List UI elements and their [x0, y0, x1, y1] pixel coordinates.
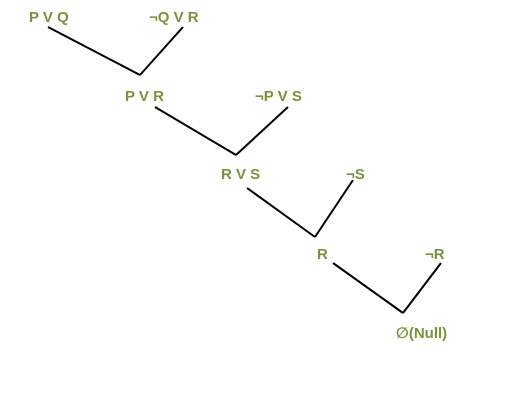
node-p-or-q: P V Q: [29, 9, 69, 26]
node-null: ∅(Null): [396, 325, 447, 342]
node-not-r: ¬R: [425, 246, 445, 263]
edge-r-to-null: [332, 262, 404, 314]
edge-nqvr-to-pvr: [139, 26, 184, 76]
node-not-p-or-s: ¬P V S: [255, 88, 302, 105]
edge-ns-to-r: [314, 179, 354, 238]
tree-nodes: P V Q ¬Q V R P V R ¬P V S R V S ¬S R ¬R …: [29, 9, 447, 342]
edge-pvq-to-pvr: [47, 26, 141, 76]
edge-rvs-to-r: [246, 187, 316, 238]
edge-npvs-to-rvs: [235, 106, 289, 156]
node-r-or-s: R V S: [221, 166, 260, 183]
edge-pvr-to-rvs: [154, 106, 237, 156]
tree-edges: [47, 26, 442, 314]
edge-nr-to-null: [402, 262, 442, 314]
node-not-s: ¬S: [346, 166, 365, 183]
node-not-q-or-r: ¬Q V R: [149, 9, 199, 26]
node-r: R: [317, 246, 328, 263]
node-p-or-r: P V R: [125, 88, 164, 105]
